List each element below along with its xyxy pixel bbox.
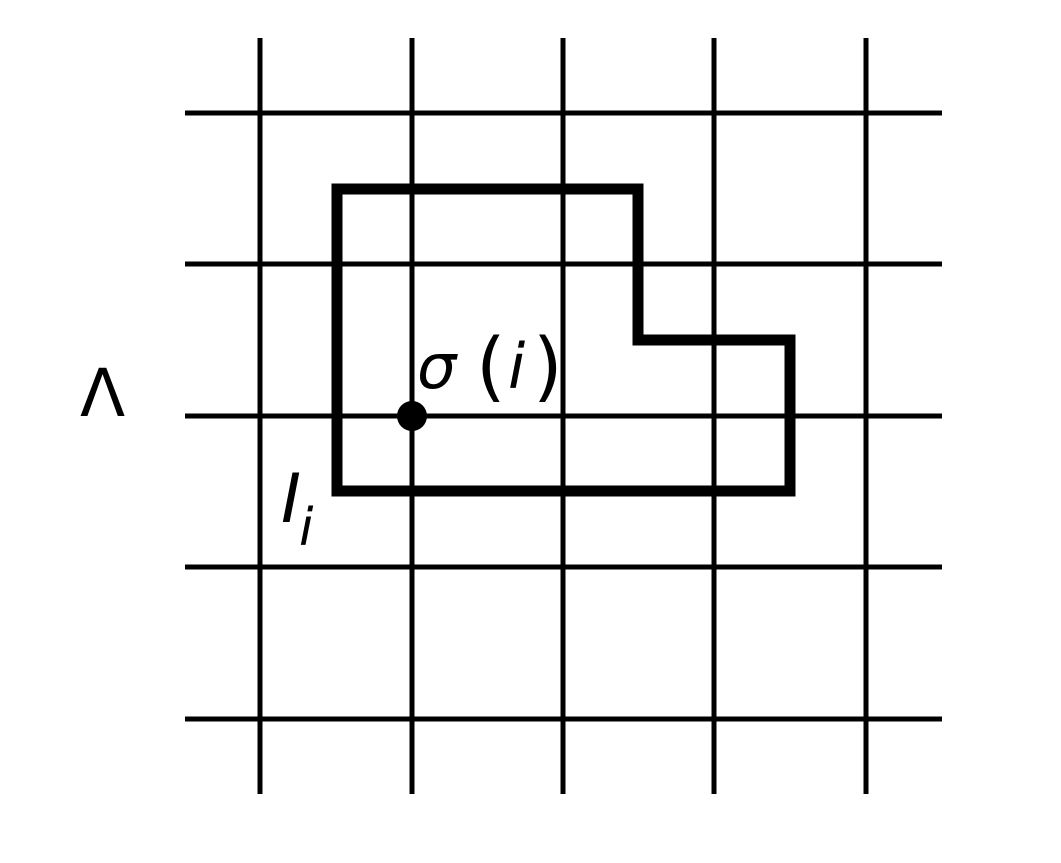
point-label-index: i (508, 330, 525, 403)
point-label-close-paren: ) (533, 321, 563, 410)
region-label-letter: I (281, 460, 301, 539)
region-label: I i (281, 460, 314, 558)
point-label-open-paren: ( (476, 321, 506, 410)
region-outline (331, 183, 796, 497)
lattice-label: Λ (80, 355, 125, 432)
lattice-point (397, 401, 427, 431)
lattice-grid (185, 38, 942, 794)
point-label-symbol: σ (417, 330, 458, 403)
region-label-subscript: i (299, 498, 314, 558)
point-label: σ ( i ) (417, 321, 563, 410)
